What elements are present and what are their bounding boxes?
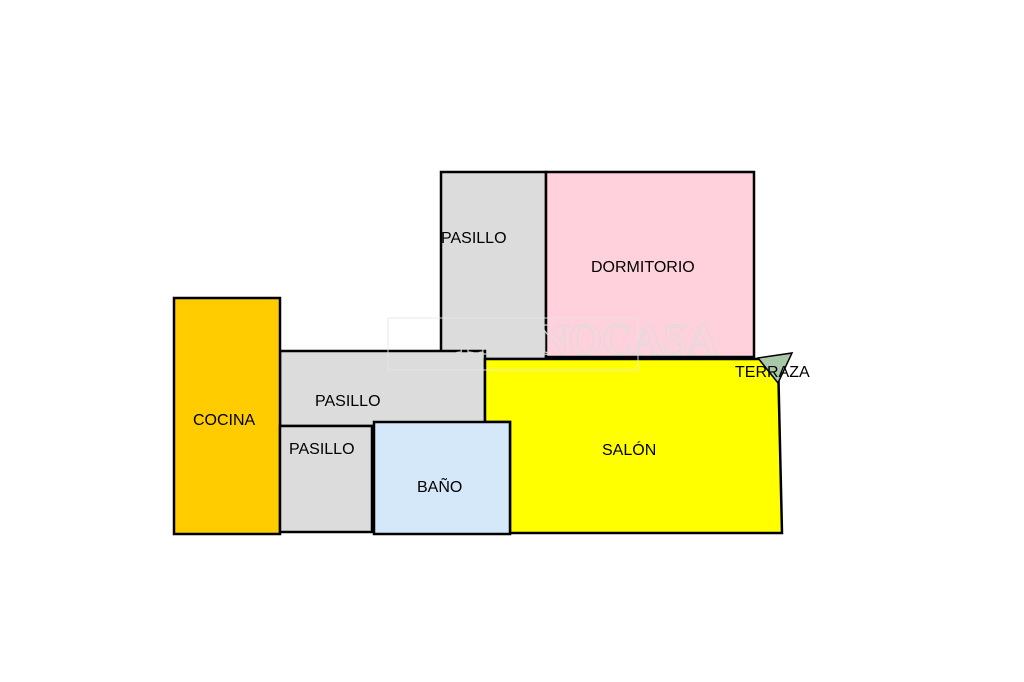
- label-dormitorio: DORMITORIO: [591, 259, 695, 276]
- label-salon: SALÓN: [602, 440, 656, 459]
- label-cocina: COCINA: [193, 412, 256, 429]
- room-dormitorio: [544, 170, 756, 359]
- room-cocina: [172, 296, 282, 536]
- watermark-text: TECNOCASA: [450, 315, 718, 364]
- room-pasillo-superior: [439, 170, 548, 361]
- room-bano: [372, 420, 512, 536]
- label-pasillo-inferior: PASILLO: [289, 441, 355, 458]
- room-pasillo-inferior: [278, 424, 374, 534]
- label-pasillo-superior: PASILLO: [441, 230, 507, 247]
- label-bano: BAÑO: [417, 476, 462, 496]
- label-pasillo-central: PASILLO: [315, 393, 381, 410]
- label-terraza: TERRAZA: [735, 364, 810, 381]
- room-terraza: [756, 352, 794, 385]
- watermark-logo: TECNOCASA: [387, 314, 720, 371]
